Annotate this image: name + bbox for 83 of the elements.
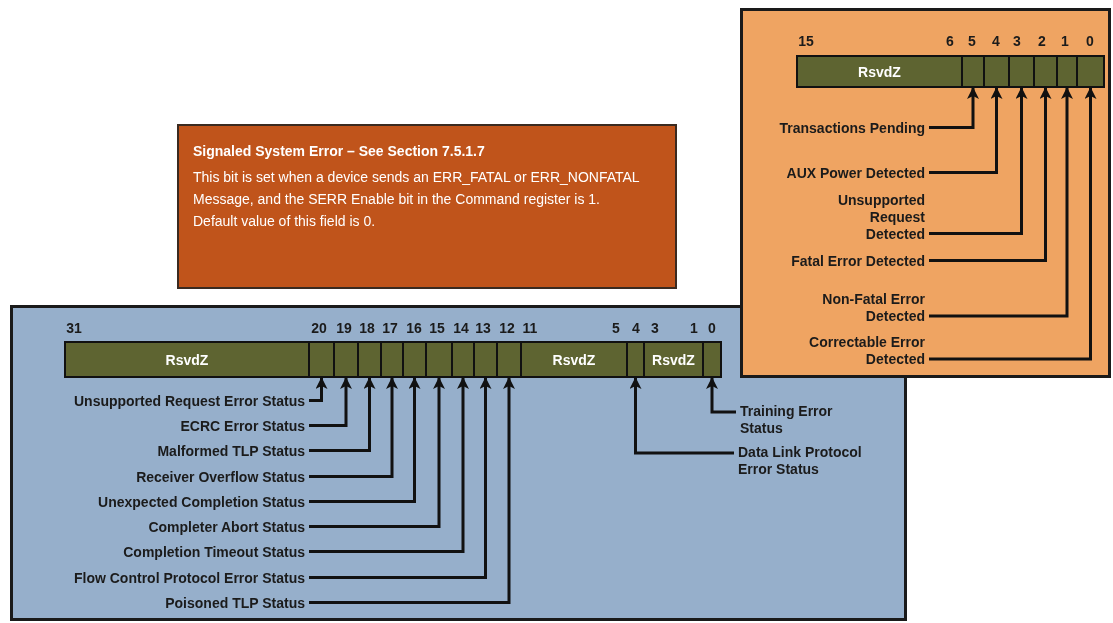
bit-description: Completer Abort Status [148,518,305,536]
arrow [309,377,421,503]
bit-field [357,341,382,378]
arrow [929,87,1028,235]
bit-number: 16 [406,320,422,336]
bit-field [451,341,475,378]
bit-number: 31 [66,320,82,336]
bit-field [380,341,404,378]
bit-field [473,341,498,378]
arrow [629,377,734,455]
bit-number: 5 [968,33,976,49]
bit-description: Malformed TLP Status [157,442,305,460]
note-text: This bit is set when a device sends an ERR_FATAL or ERR_NONFATAL Message, and the SERR Enable bit in the Command register is 1. [193,168,641,209]
reserved-field: RsvdZ [796,55,963,88]
bit-number: 4 [992,33,1000,49]
bit-number: 0 [1086,33,1094,49]
bit-number: 2 [1038,33,1046,49]
arrow [309,377,328,402]
bit-field [333,341,359,378]
arrow [309,377,352,427]
bit-field [1076,55,1105,88]
arrow [929,87,1003,174]
bit-number: 5 [612,320,620,336]
bit-description: Transactions Pending [779,119,925,137]
bit-number: 3 [651,320,659,336]
bit-field [1033,55,1058,88]
bit-description: Flow Control Protocol Error Status [74,569,305,587]
bit-field [402,341,427,378]
arrow [706,377,736,414]
bit-field [308,341,335,378]
bit-description: Unsupported Request Detected [815,191,925,243]
arrow [929,87,1052,262]
bit-field [496,341,522,378]
arrow [929,87,1073,318]
reserved-field: RsvdZ [520,341,628,378]
bit-description: Unsupported Request Error Status [73,392,305,410]
note-heading: Signaled System Error – See Section 7.5.1.7 [193,142,486,161]
bit-number: 18 [359,320,375,336]
bit-description: Data Link Protocol Error Status [738,444,898,478]
bit-field [961,55,985,88]
bit-number: 3 [1013,33,1021,49]
arrow [309,377,398,478]
reserved-field: RsvdZ [643,341,704,378]
note-text: Default value of this field is 0. [193,212,377,231]
bit-field [702,341,722,378]
bit-field [1008,55,1035,88]
bit-number: 0 [708,320,716,336]
bit-number: 20 [311,320,327,336]
bit-number: 19 [336,320,352,336]
bit-field [1056,55,1078,88]
bit-number: 1 [690,320,698,336]
bit-description: Receiver Overflow Status [136,468,305,486]
bit-description: Non-Fatal Error Detected [795,291,925,325]
arrow [309,377,469,553]
bit-number: 17 [382,320,398,336]
bit-description: Unexpected Completion Status [98,493,305,511]
bit-description: Poisoned TLP Status [165,594,305,612]
bit-number: 14 [453,320,469,336]
bit-number: 15 [798,33,814,49]
register-panel [740,8,1111,378]
bit-field [983,55,1010,88]
bit-description: Fatal Error Detected [791,252,925,270]
bit-description: Training Error Status [740,403,840,437]
arrow [309,377,515,604]
arrow [929,87,979,129]
bit-number: 13 [475,320,491,336]
bit-number: 1 [1061,33,1069,49]
bit-number: 6 [946,33,954,49]
bit-description: AUX Power Detected [786,164,925,182]
arrow [309,377,492,579]
bit-description: Completion Timeout Status [123,543,305,561]
bit-number: 15 [429,320,445,336]
bit-number: 11 [522,320,538,336]
bit-number: 12 [499,320,515,336]
bit-description: ECRC Error Status [180,417,305,435]
bit-field [425,341,453,378]
reserved-field: RsvdZ [64,341,310,378]
arrow [309,377,376,452]
note-box [177,124,677,289]
bit-description: Correctable Error Detected [785,334,925,368]
arrow [929,87,1097,361]
arrow [309,377,445,528]
bit-number: 4 [632,320,640,336]
